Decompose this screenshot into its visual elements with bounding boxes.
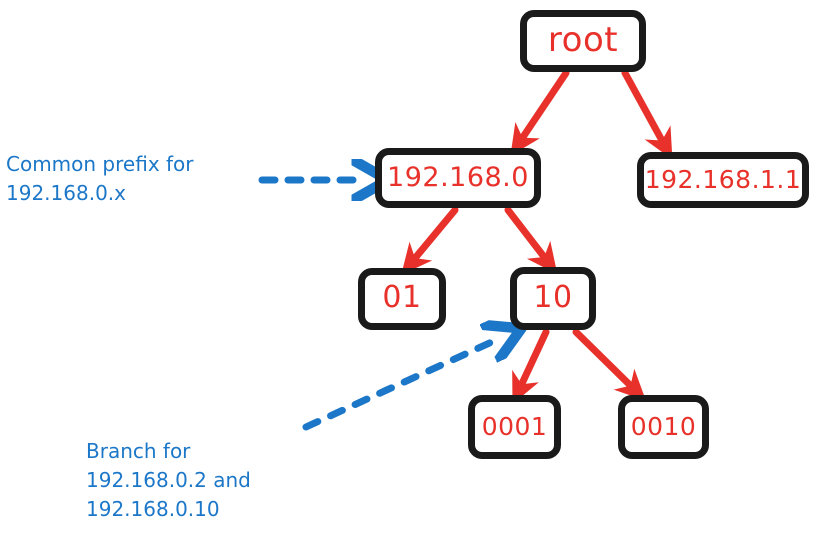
node-192-168-1-1-label: 192.168.1.1: [644, 164, 802, 194]
node-192-168-0[interactable]: 192.168.0: [375, 148, 541, 208]
node-root-label: root: [547, 20, 619, 60]
node-0010-label: 0010: [630, 411, 697, 441]
node-01-label: 01: [382, 280, 422, 315]
node-0010[interactable]: 0010: [618, 395, 709, 459]
node-0001-label: 0001: [481, 411, 548, 441]
edge-192-168-0-to-10: [504, 206, 558, 275]
edge-10-to-0001: [512, 328, 550, 404]
node-192-168-0-label: 192.168.0: [387, 161, 529, 193]
node-01[interactable]: 01: [358, 268, 446, 330]
edge-10-to-0010: [572, 328, 646, 401]
node-192-168-1-1[interactable]: 192.168.1.1: [637, 152, 809, 208]
node-0001[interactable]: 0001: [468, 395, 561, 459]
node-10[interactable]: 10: [510, 267, 596, 330]
node-root[interactable]: root: [520, 10, 646, 72]
edge-root-to-192-168-1-1: [621, 69, 673, 160]
annotation-branch-note: Branch for 192.168.0.2 and 192.168.0.10: [86, 439, 251, 521]
annotation-common-prefix: Common prefix for 192.168.0.x: [6, 152, 194, 205]
node-10-label: 10: [533, 279, 573, 315]
edge-192-168-0-to-01: [401, 206, 459, 275]
edge-root-to-192-168-0: [510, 69, 570, 156]
